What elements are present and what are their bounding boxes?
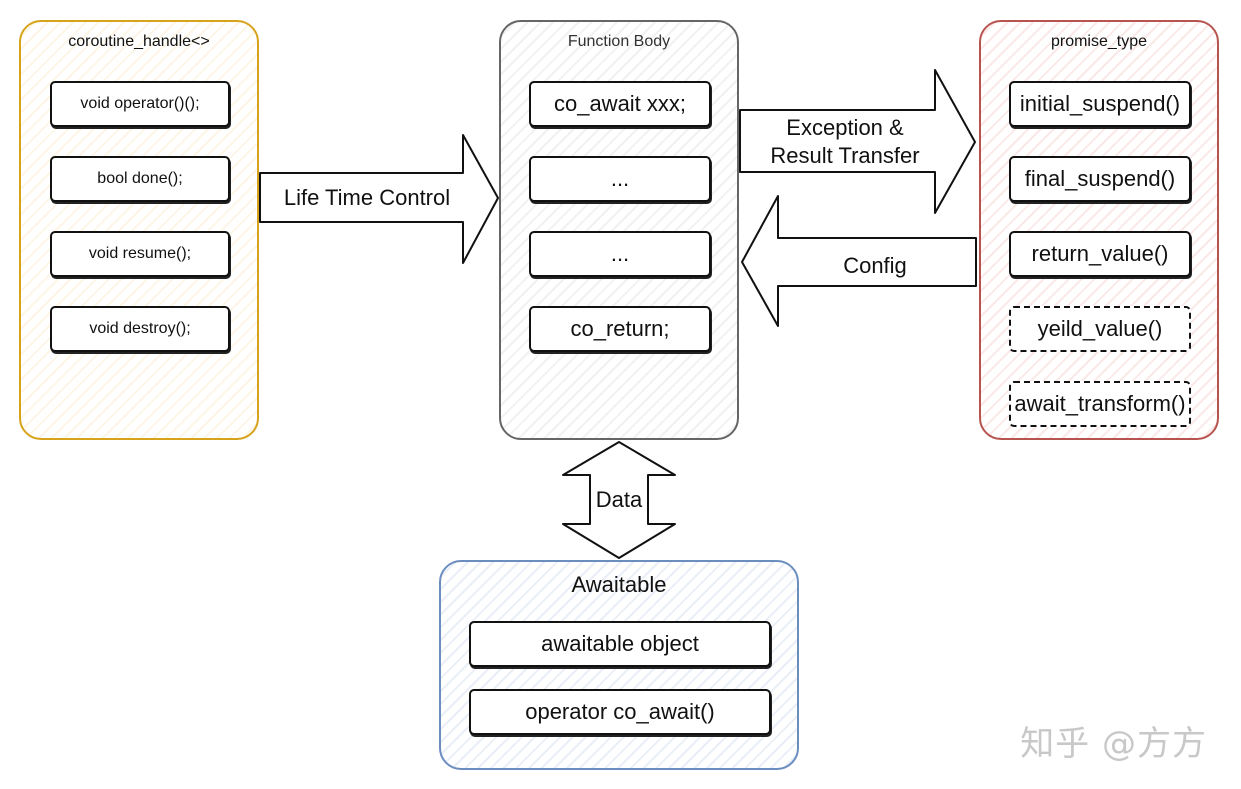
operator-co-await-item: operator co_await() (469, 689, 771, 735)
life-time-label: Life Time Control (283, 185, 451, 210)
exception-label-line2: Result Transfer (770, 143, 920, 168)
exception-label-line1: Exception & (786, 115, 904, 140)
config-label: Config (843, 253, 907, 278)
yield-value-item: yeild_value() (1009, 306, 1191, 352)
initial-suspend-item: initial_suspend() (1009, 81, 1191, 127)
return-value-item: return_value() (1009, 231, 1191, 277)
co-return-item: co_return; (529, 306, 711, 352)
co-await-item: co_await xxx; (529, 81, 711, 127)
await-transform-item: await_transform() (1009, 381, 1191, 427)
data-label: Data (595, 487, 643, 512)
promise-type-panel: promise_type initial_suspend() final_sus… (979, 20, 1219, 440)
done-item: bool done(); (50, 156, 230, 202)
destroy-item: void destroy(); (50, 306, 230, 352)
zhihu-watermark: 知乎 @方方 (1020, 724, 1207, 764)
coroutine-handle-panel: coroutine_handle<> void operator()(); bo… (19, 20, 259, 440)
awaitable-object-item: awaitable object (469, 621, 771, 667)
resume-item: void resume(); (50, 231, 230, 277)
data-arrow (562, 441, 676, 559)
operator-call-item: void operator()(); (50, 81, 230, 127)
function-body-panel: Function Body co_await xxx; ... ... co_r… (499, 20, 739, 440)
coroutine-handle-title: coroutine_handle<> (68, 33, 210, 50)
awaitable-panel: Awaitable awaitable object operator co_a… (439, 560, 799, 770)
ellipsis-item-1: ... (529, 156, 711, 202)
promise-type-title: promise_type (1050, 33, 1148, 50)
awaitable-title: Awaitable (571, 572, 667, 597)
ellipsis-item-2: ... (529, 231, 711, 277)
final-suspend-item: final_suspend() (1009, 156, 1191, 202)
function-body-title: Function Body (567, 33, 671, 50)
config-arrow (741, 195, 977, 327)
exception-arrow (739, 69, 976, 214)
life-time-arrow (259, 134, 499, 264)
